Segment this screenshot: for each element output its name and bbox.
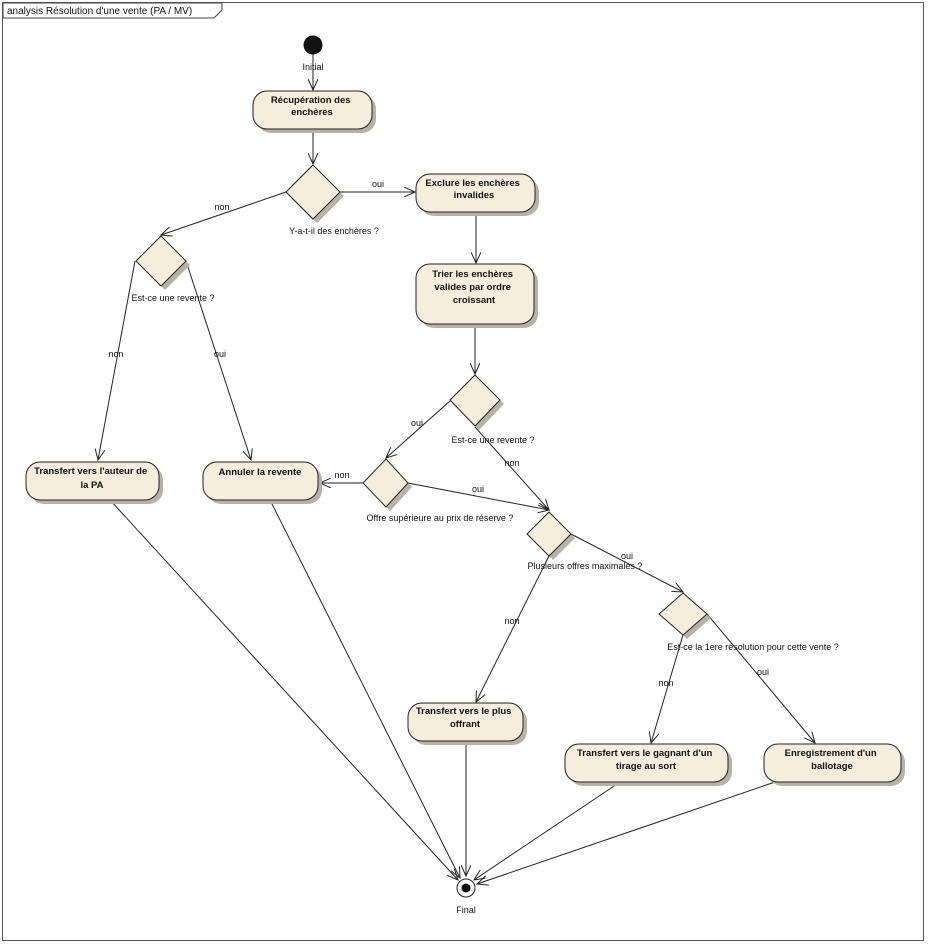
action-ballotage-label: Enregistrement d'un ballotage xyxy=(785,748,880,772)
guard-labels: oui non non oui oui non non oui oui non … xyxy=(108,179,769,688)
edge-d6-transfert-gagnant xyxy=(651,634,684,743)
guard-d5-non: non xyxy=(504,616,519,626)
edge-annuler-final xyxy=(269,499,460,878)
edge-d1-d2 xyxy=(161,191,287,235)
decision-d6: Est-ce la 1ere résolution pour cette ven… xyxy=(658,592,839,652)
edge-d5-d6 xyxy=(570,533,683,592)
decision-d3-label: Est-ce une revente ? xyxy=(451,435,534,445)
guard-d3-oui: oui xyxy=(411,418,423,428)
edge-d2-annuler xyxy=(185,260,251,460)
action-ballotage: Enregistrement d'un ballotage xyxy=(763,743,905,786)
edge-d2-transfert-auteur xyxy=(98,260,136,460)
guard-d3-non: non xyxy=(504,458,519,468)
guard-d6-oui: oui xyxy=(757,667,769,677)
action-recuperation-label: Récupération des enchères xyxy=(271,95,353,118)
edge-d4-d5 xyxy=(407,482,549,510)
decision-d6-label: Est-ce la 1ere résolution pour cette ven… xyxy=(667,642,839,652)
initial-label: Initial xyxy=(302,62,323,72)
action-recuperation: Récupération des enchères xyxy=(252,90,376,133)
decision-d4-label: Offre supérieure au prix de réserve ? xyxy=(367,513,514,523)
action-annuler-label: Annuler la revente xyxy=(219,467,302,478)
final-node: Final xyxy=(456,878,476,915)
edge-d3-d4 xyxy=(386,400,451,458)
decision-d4: Offre supérieure au prix de réserve ? xyxy=(362,458,514,523)
guard-d2-non: non xyxy=(108,349,123,359)
action-trier-label: Trier les enchères valides par ordre cro… xyxy=(432,269,515,306)
action-transfert-gagnant-label: Transfert vers le gagnant d'un tirage au… xyxy=(577,748,715,772)
action-annuler: Annuler la revente xyxy=(202,461,322,504)
edge-d6-ballotage xyxy=(706,613,815,743)
edge-transfert-auteur-final xyxy=(109,499,458,880)
guard-d5-oui: oui xyxy=(621,551,633,561)
action-exclure: Exclure les enchères invalides xyxy=(415,173,539,216)
action-transfert-offrant-label: Transfert vers le plus offrant xyxy=(416,706,514,730)
action-transfert-offrant: Transfert vers le plus offrant xyxy=(407,702,527,745)
initial-node: Initial xyxy=(302,35,324,72)
diagram-title: analysis Résolution d'une vente (PA / MV… xyxy=(7,6,192,17)
guard-d6-non: non xyxy=(658,678,673,688)
action-exclure-label: Exclure les enchères invalides xyxy=(425,178,522,201)
edge-d3-d5 xyxy=(474,426,549,510)
guard-d4-oui: oui xyxy=(472,484,484,494)
guard-d1-non: non xyxy=(214,202,229,212)
guard-d1-oui: oui xyxy=(372,179,384,189)
decision-d1: Y-a-t-il des enchères ? xyxy=(285,164,379,236)
guard-d4-non: non xyxy=(334,470,349,480)
diagram-title-tab: analysis Résolution d'une vente (PA / MV… xyxy=(2,2,223,19)
edge-ballotage-final xyxy=(477,781,776,884)
decision-d5-label: Plusieurs offres maximales ? xyxy=(528,561,643,571)
decision-d3: Est-ce une revente ? xyxy=(449,374,535,445)
edge-transfert-gagnant-final xyxy=(474,781,621,880)
decision-d5: Plusieurs offres maximales ? xyxy=(526,511,643,571)
edges xyxy=(98,54,815,884)
decision-d2-label: Est-ce une revente ? xyxy=(131,293,214,303)
guard-d2-oui: oui xyxy=(214,349,226,359)
action-transfert-gagnant: Transfert vers le gagnant d'un tirage au… xyxy=(564,743,732,786)
decision-d1-label: Y-a-t-il des enchères ? xyxy=(289,226,379,236)
action-transfert-auteur-label: Transfert vers l'auteur de la PA xyxy=(34,466,150,491)
action-trier: Trier les enchères valides par ordre cro… xyxy=(415,263,538,328)
final-label: Final xyxy=(456,905,476,915)
edge-d5-transfert-offrant xyxy=(476,555,550,702)
decision-d2: Est-ce une revente ? xyxy=(131,235,215,303)
action-transfert-auteur: Transfert vers l'auteur de la PA xyxy=(25,461,163,504)
